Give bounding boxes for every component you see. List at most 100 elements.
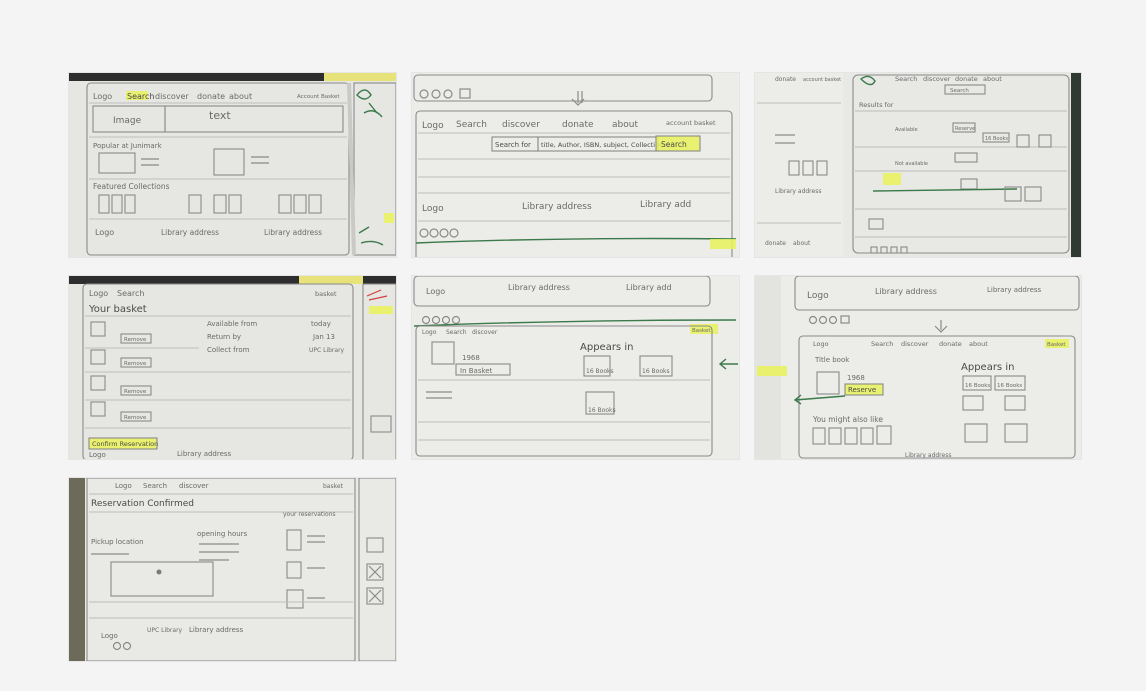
nav-logo: Logo [89, 289, 108, 298]
top-address-1: Library address [508, 283, 570, 292]
sketch-search-page[interactable]: Logo Search discover donate about accoun… [412, 73, 739, 257]
nav-account: Account Basket [297, 94, 340, 100]
value-return-date: Jan 13 [312, 333, 335, 341]
nav-logo: Logo [93, 92, 112, 101]
nav-discover: discover [923, 75, 951, 83]
header-about: about [969, 340, 988, 348]
nav-discover: discover [155, 92, 189, 101]
side-nav-donate: donate [775, 76, 796, 83]
top-address-2: Library address [987, 286, 1042, 294]
header-search: Search [871, 340, 893, 348]
search-button[interactable]: Search [661, 140, 687, 149]
label-available-from: Available from [207, 320, 257, 328]
nav-basket: basket [315, 290, 337, 298]
nav-logo: Logo [422, 121, 444, 131]
value-today: today [311, 320, 331, 328]
sketch-home-page[interactable]: Logo Search discover donate about Accoun… [69, 73, 396, 257]
nav-about: about [983, 75, 1002, 83]
nav-search: Search [895, 75, 917, 83]
pickup-location: Pickup location [91, 538, 144, 546]
in-basket-button[interactable]: In Basket [460, 367, 493, 375]
side-nav-account: account basket [803, 77, 841, 83]
header-logo: Logo [813, 340, 829, 348]
footer-address-2: Library address [264, 228, 322, 237]
collection-3: 16 Books [588, 407, 616, 414]
results-heading: Results for [859, 101, 894, 109]
title-book: Title book [814, 356, 850, 364]
result-available: Available [895, 127, 918, 133]
top-logo: Logo [426, 287, 445, 296]
result-collection: 16 Books [985, 136, 1008, 142]
hero-text: text [209, 109, 231, 122]
nav-donate: donate [955, 75, 978, 83]
sketch-basket-page[interactable]: Logo Search basket Your basket Remove Av… [69, 276, 396, 459]
remove-button-3[interactable]: Remove [124, 389, 147, 395]
nav-logo: Logo [115, 482, 132, 490]
remove-button-1[interactable]: Remove [124, 337, 147, 343]
footer-logo: Logo [89, 451, 106, 459]
top-address-1: Library address [875, 287, 937, 296]
sketch-results-page[interactable]: donate account basket Library address do… [755, 73, 1081, 257]
nav-basket: basket [323, 483, 344, 490]
header-discover: discover [901, 340, 929, 348]
appears-in-heading: Appears in [580, 342, 633, 353]
result-reserve-button[interactable]: Reserve [955, 126, 975, 132]
basket-button[interactable]: Basket [692, 328, 711, 334]
side-footer-about: about [793, 240, 811, 247]
header-donate: donate [939, 340, 962, 348]
item-year: 1968 [847, 374, 865, 382]
side-footer-donate: donate [765, 240, 786, 247]
search-for-label: Search for [495, 141, 531, 149]
hero-image: Image [113, 116, 142, 126]
label-collect-from: Collect from [207, 346, 250, 354]
nav-search: Search [127, 92, 154, 101]
collection-2: 16 Books [997, 383, 1022, 389]
opening-hours: opening hours [197, 530, 248, 538]
value-collect-location: UPC Library [309, 347, 345, 354]
top-address-2: Library add [626, 283, 672, 292]
footer-address: Library address [189, 626, 244, 634]
footer-address-1: Library address [522, 202, 592, 212]
nav-discover: discover [502, 120, 540, 130]
footer-logo: Logo [101, 632, 118, 640]
search-button[interactable]: Search [950, 88, 969, 94]
sketch-reservation-confirmed[interactable]: Logo Search discover basket Reservation … [69, 478, 396, 661]
footer-logo: Logo [95, 228, 114, 237]
also-like-heading: You might also like [812, 415, 883, 424]
sketch-item-detail[interactable]: Logo Library address Library address Log… [755, 276, 1081, 459]
confirm-reservation-button[interactable]: Confirm Reservation [92, 440, 158, 448]
footer-logo: Logo [422, 204, 444, 214]
sketch-item-in-basket[interactable]: Logo Library address Library add Basket … [412, 276, 739, 459]
section-featured: Featured Collections [93, 182, 170, 191]
nav-about: about [612, 120, 638, 130]
footer-address: Library address [177, 450, 232, 458]
nav-discover: discover [179, 482, 209, 490]
nav-about: about [229, 92, 252, 101]
footer-upc: UPC Library [147, 627, 183, 634]
appears-in-heading: Appears in [961, 362, 1014, 373]
search-field[interactable]: title, Author, ISBN, subject, Collection [541, 141, 663, 149]
remove-button-2[interactable]: Remove [124, 361, 147, 367]
nav-search: Search [117, 289, 144, 298]
side-address: Library address [775, 188, 821, 195]
nav-search: Search [143, 482, 167, 490]
nav-donate: donate [197, 92, 225, 101]
footer-address: Library address [905, 452, 951, 459]
header-logo: Logo [422, 329, 437, 336]
collection-1: 16 Books [586, 368, 614, 375]
footer-address-1: Library address [161, 228, 219, 237]
collection-1: 16 Books [965, 383, 990, 389]
your-reservations-heading: your reservations [283, 511, 336, 518]
header-basket[interactable]: Basket [1047, 342, 1066, 348]
label-return-by: Return by [207, 333, 241, 341]
basket-title: Your basket [88, 304, 147, 315]
nav-donate: donate [562, 120, 594, 130]
item-year: 1968 [462, 354, 480, 362]
reserve-button[interactable]: Reserve [848, 386, 876, 394]
header-discover: discover [472, 329, 498, 336]
section-popular: Popular at Junimark [93, 142, 163, 150]
nav-search: Search [456, 120, 487, 130]
remove-button-4[interactable]: Remove [124, 415, 147, 421]
header-search: Search [446, 329, 467, 336]
